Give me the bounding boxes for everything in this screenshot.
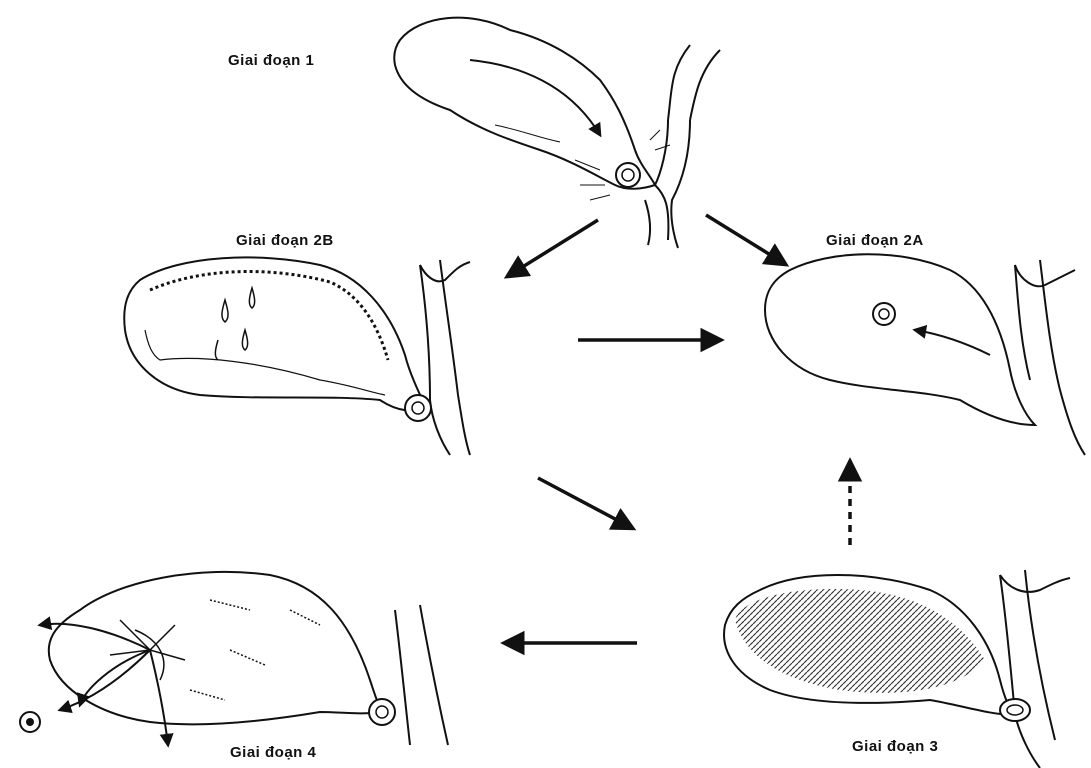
stage-1-gallbladder bbox=[393, 16, 721, 249]
stage-3-gallbladder bbox=[723, 569, 1071, 768]
stage-3-stone bbox=[999, 698, 1031, 722]
stage-2a-gallbladder bbox=[763, 253, 1086, 456]
arrow-2b-to-3 bbox=[537, 476, 637, 531]
arrow-1-to-2b bbox=[503, 218, 599, 279]
stage-2a-stone bbox=[872, 302, 896, 326]
stage-1-label: Giai đoạn 1 bbox=[228, 52, 315, 69]
stage-4-label: Giai đoạn 4 bbox=[230, 744, 317, 761]
stage-4-gallbladder bbox=[37, 570, 449, 748]
stage-2b-gallbladder bbox=[123, 256, 471, 456]
transition-arrows bbox=[500, 213, 863, 656]
arrow-1-to-2a bbox=[705, 213, 790, 267]
stage-2a-label: Giai đoạn 2A bbox=[826, 232, 924, 249]
stage-1-stone bbox=[574, 129, 671, 201]
stage-4-stone bbox=[368, 698, 396, 726]
stage-4-expelled-stone bbox=[19, 711, 41, 733]
stage-3-label: Giai đoạn 3 bbox=[852, 738, 939, 755]
stage-2b-stone bbox=[404, 394, 432, 422]
stage-2b-label: Giai đoạn 2B bbox=[236, 232, 334, 249]
